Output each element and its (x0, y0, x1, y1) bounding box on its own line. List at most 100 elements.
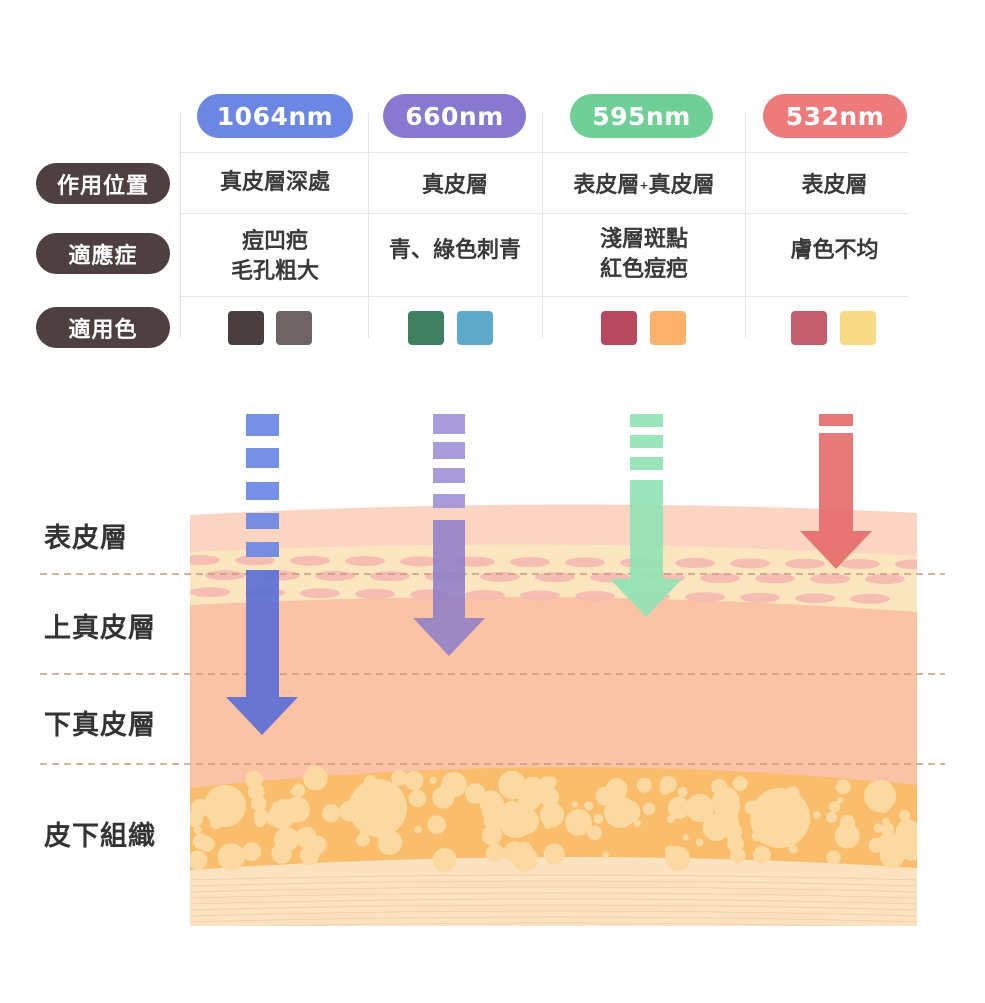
basal-cell (785, 558, 825, 569)
basal-cell (235, 555, 275, 566)
fat-cell (414, 826, 422, 834)
position-cell: 表皮層 (747, 158, 922, 214)
fat-cell (377, 830, 403, 855)
cell-text: 紅色痘疤 (599, 257, 688, 282)
fat-cell (303, 765, 328, 791)
cell-text: 痘凹疤 (241, 229, 308, 254)
color-swatch (650, 311, 686, 345)
fat-cell (518, 787, 542, 811)
grid-line (542, 113, 543, 338)
fat-cell (667, 796, 690, 820)
color-swatch (457, 311, 493, 345)
fat-cell (283, 796, 310, 823)
wavelength-1064nm-header: 1064nm (197, 94, 353, 138)
fat-cell (682, 834, 689, 841)
fat-cell (404, 770, 424, 791)
layer-label-subcutaneous: 皮下組織 (44, 821, 156, 852)
fat-cell (190, 810, 204, 827)
row-label-position: 作用位置 (36, 163, 170, 204)
plus-sign: + (639, 179, 649, 192)
fat-cell (543, 806, 562, 825)
fiber-line (250, 922, 859, 926)
basal-cell (755, 573, 795, 584)
fat-cell (308, 835, 327, 855)
grid-line (180, 152, 908, 153)
fat-cell (254, 816, 266, 828)
fat-cell (713, 801, 721, 809)
fat-cell (826, 850, 841, 865)
fat-cell (813, 811, 821, 819)
basal-cell (465, 589, 505, 600)
grid-line (180, 296, 908, 297)
color-swatch (276, 311, 312, 345)
basal-cell (520, 590, 560, 601)
color-swatch (601, 311, 637, 345)
fat-cell (903, 828, 913, 838)
grid-line (368, 113, 369, 338)
fat-cell (543, 843, 565, 865)
fat-cell (633, 819, 641, 828)
fat-cell (659, 783, 671, 795)
fat-cell (513, 808, 540, 835)
cell-text: 表皮層 (573, 173, 640, 198)
basal-cell (865, 574, 905, 585)
fat-cell (873, 823, 883, 833)
fat-cell (595, 786, 615, 806)
arrow-595nm (610, 414, 682, 617)
basal-cell (190, 587, 230, 598)
color-swatch (408, 311, 444, 345)
fat-cell (721, 813, 739, 832)
fat-cell (584, 801, 594, 811)
fat-cell (539, 776, 554, 791)
fat-cell (391, 770, 408, 786)
fiber-line (190, 886, 917, 893)
arrow-1064nm (226, 414, 298, 735)
basal-cell (190, 555, 220, 566)
skin-diagram (40, 414, 945, 926)
fat-cell (729, 847, 746, 864)
arrow-532nm (800, 414, 872, 569)
fat-cell (356, 833, 369, 847)
fat-cell (486, 843, 505, 863)
layer-label-epidermis: 表皮層 (44, 523, 128, 554)
fat-cell (752, 845, 771, 864)
grid-line (180, 113, 181, 338)
fiber-line (190, 904, 917, 911)
fat-cell (587, 825, 602, 841)
basal-cell (575, 591, 615, 602)
row-label-indication: 適應症 (36, 233, 170, 274)
fiber-line (190, 910, 917, 917)
basal-cell (850, 593, 890, 604)
basal-cell (205, 570, 245, 581)
fat-cell (593, 814, 604, 824)
position-cell: 真皮層深處 (185, 155, 365, 211)
basal-cell (810, 573, 850, 584)
basal-cell (675, 558, 715, 569)
color-swatch (840, 311, 876, 345)
color-swatch (228, 311, 264, 345)
fiber-line (190, 880, 917, 887)
basal-cell (345, 556, 385, 567)
fat-cell (826, 811, 838, 824)
fat-cell (498, 770, 526, 798)
fat-cell (432, 786, 455, 809)
fat-cell (665, 846, 691, 872)
basal-cell (400, 556, 440, 567)
cell-text: 表皮層 (801, 173, 868, 198)
fiber-line (190, 892, 917, 899)
fat-cell (432, 848, 457, 873)
fat-cell (427, 815, 446, 834)
fat-cell (711, 778, 728, 795)
cell-text: 毛孔粗大 (230, 259, 319, 284)
wavelength-532nm-header: 532nm (763, 94, 907, 138)
fat-cell (828, 801, 841, 813)
fat-cell (837, 796, 844, 804)
fiber-line (190, 916, 917, 923)
position-cell: 表皮層+真皮層 (544, 158, 744, 214)
basal-cell (700, 573, 740, 584)
indication-cell: 淺層斑點 紅色痘疤 (544, 220, 744, 290)
basal-cell (730, 558, 770, 569)
wavelength-660nm-header: 660nm (383, 94, 526, 138)
fat-cell (565, 809, 592, 836)
fat-cell (874, 797, 891, 814)
